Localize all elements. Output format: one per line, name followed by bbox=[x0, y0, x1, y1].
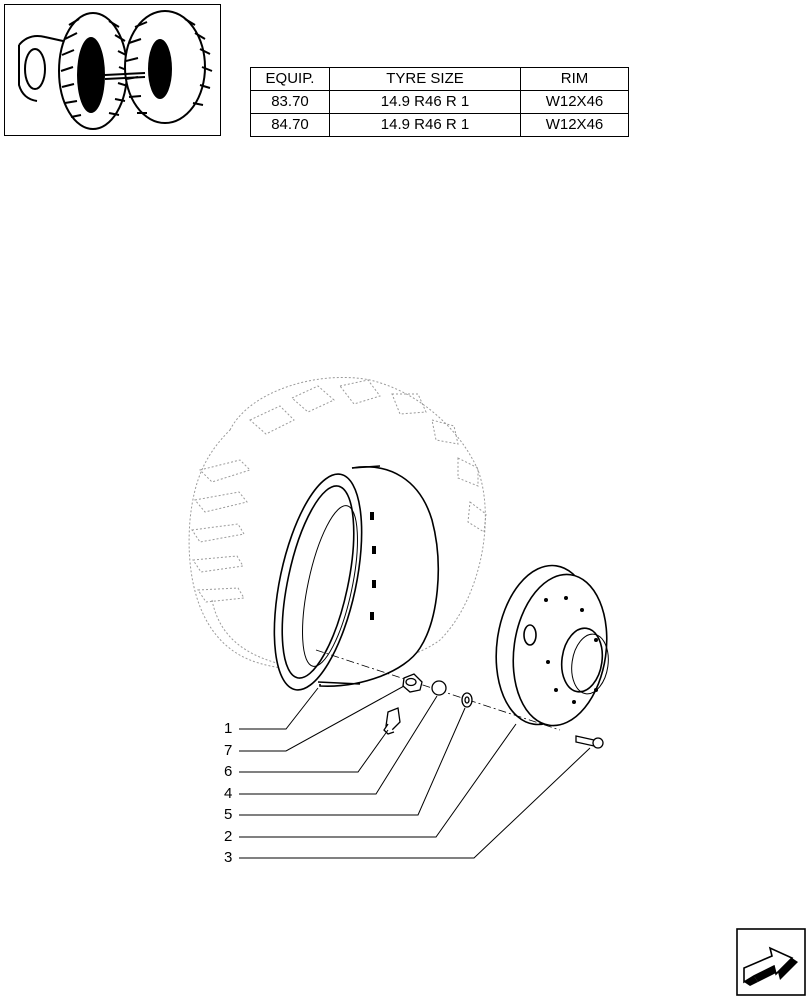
table-row: 84.70 14.9 R46 R 1 W12X46 bbox=[250, 113, 629, 137]
leader-lines bbox=[239, 685, 591, 859]
spherical-washer bbox=[431, 680, 447, 696]
tyre-rim-table: EQUIP. TYRE SIZE RIM 83.70 14.9 R46 R 1 … bbox=[250, 67, 629, 137]
next-page-button[interactable] bbox=[736, 928, 806, 996]
callout-labels: 1 7 6 4 5 2 3 bbox=[224, 720, 232, 866]
valve bbox=[383, 707, 401, 735]
callout-3: 3 bbox=[224, 849, 232, 866]
cell-tyre-size: 14.9 R46 R 1 bbox=[329, 113, 521, 137]
tractor-wheels-icon bbox=[18, 10, 213, 130]
callout-1: 1 bbox=[224, 720, 232, 737]
cell-tyre-size: 14.9 R46 R 1 bbox=[329, 90, 521, 114]
callout-7: 7 bbox=[224, 742, 232, 759]
cell-equip: 84.70 bbox=[250, 113, 330, 137]
cell-rim: W12X46 bbox=[520, 113, 629, 137]
next-page-arrow-icon bbox=[736, 928, 806, 996]
rim bbox=[273, 465, 440, 691]
tyre-phantom bbox=[188, 376, 487, 671]
callout-5: 5 bbox=[224, 806, 232, 823]
callout-4: 4 bbox=[224, 785, 232, 802]
header-tyre-size: TYRE SIZE bbox=[329, 67, 521, 91]
wheel-disc bbox=[495, 564, 609, 727]
table-header-row: EQUIP. TYRE SIZE RIM bbox=[250, 67, 629, 91]
callout-2: 2 bbox=[224, 828, 232, 845]
header-rim: RIM bbox=[520, 67, 629, 91]
nut bbox=[402, 673, 423, 693]
bolt bbox=[575, 735, 604, 749]
flat-washer bbox=[461, 692, 473, 708]
callout-6: 6 bbox=[224, 763, 232, 780]
tractor-thumbnail bbox=[4, 4, 221, 136]
